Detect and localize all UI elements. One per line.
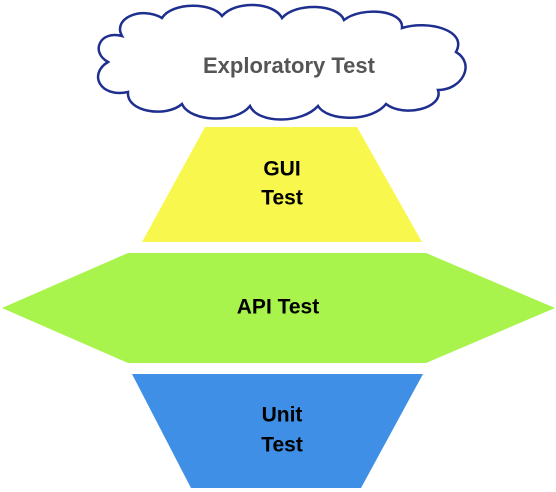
api-test-label: API Test xyxy=(237,296,319,319)
gui-test-trapezoid xyxy=(142,127,422,242)
api-test-layer: API Test xyxy=(2,253,555,363)
gui-test-label-line2: Test xyxy=(261,187,303,210)
cloud-shape xyxy=(96,3,467,121)
unit-test-label-line2: Test xyxy=(261,434,303,457)
exploratory-test-cloud: Exploratory Test xyxy=(96,3,467,121)
api-test-hexagon xyxy=(2,253,555,363)
unit-test-label-line1: Unit xyxy=(262,404,303,427)
exploratory-test-label: Exploratory Test xyxy=(203,53,376,78)
unit-test-layer: Unit Test xyxy=(132,374,423,488)
gui-test-label-line1: GUI xyxy=(263,158,300,181)
gui-test-layer: GUI Test xyxy=(142,127,422,242)
unit-test-trapezoid xyxy=(132,374,423,488)
